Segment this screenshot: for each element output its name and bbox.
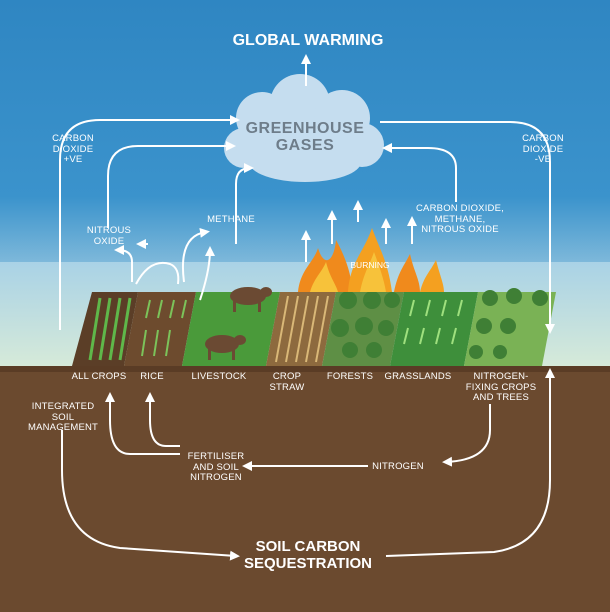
- soil: [0, 366, 610, 612]
- strip-livestock: [182, 292, 280, 366]
- cow-upper: [230, 287, 272, 312]
- cloud: [224, 74, 384, 182]
- land-label-forests: FORESTS: [326, 371, 374, 382]
- land-label-all-crops: ALL CROPS: [71, 371, 127, 382]
- land-label-crop-straw: CROP STRAW: [269, 371, 305, 393]
- co2-positive-label: CARBON DIOXIDE +VE: [52, 133, 94, 165]
- nitrogen-fixing-trees: [469, 288, 548, 359]
- soil-carbon-title: SOIL CARBON SEQUESTRATION: [243, 538, 373, 572]
- land-label-grasslands: GRASSLANDS: [384, 371, 452, 382]
- global-warming-title: GLOBAL WARMING: [232, 32, 384, 49]
- cow-lower: [205, 335, 246, 360]
- grass-tufts: [403, 299, 463, 345]
- land-label-nitrogen-fixing: NITROGEN- FIXING CROPS AND TREES: [465, 371, 537, 403]
- burning-label: BURNING: [350, 260, 390, 270]
- straw-lines: [275, 295, 329, 363]
- nitrous-oxide-label: NITROUS OXIDE: [86, 225, 132, 247]
- land-label-livestock: LIVESTOCK: [191, 371, 247, 382]
- rice-plants: [141, 299, 187, 357]
- fertiliser-label: FERTILISER AND SOIL NITROGEN: [187, 451, 245, 483]
- soil-top-band: [0, 366, 610, 372]
- crop-rows: [88, 297, 132, 361]
- methane-label: METHANE: [207, 214, 255, 225]
- flow-arrows: [59, 54, 555, 561]
- strip-grasslands: [390, 292, 478, 366]
- fire: [298, 228, 444, 292]
- land-label-rice: RICE: [140, 371, 164, 382]
- forest-trees: [331, 291, 400, 358]
- co2-negative-label: CARBON DIOXIDE -VE: [522, 133, 564, 165]
- nitrogen-label: NITROGEN: [372, 461, 424, 472]
- strip-rice: [124, 292, 196, 366]
- greenhouse-gases-label: GREENHOUSE GASES: [245, 120, 365, 154]
- integrated-soil-label: INTEGRATED SOIL MANAGEMENT: [27, 401, 99, 433]
- mixed-gases-label: CARBON DIOXIDE, METHANE, NITROUS OXIDE: [416, 203, 504, 235]
